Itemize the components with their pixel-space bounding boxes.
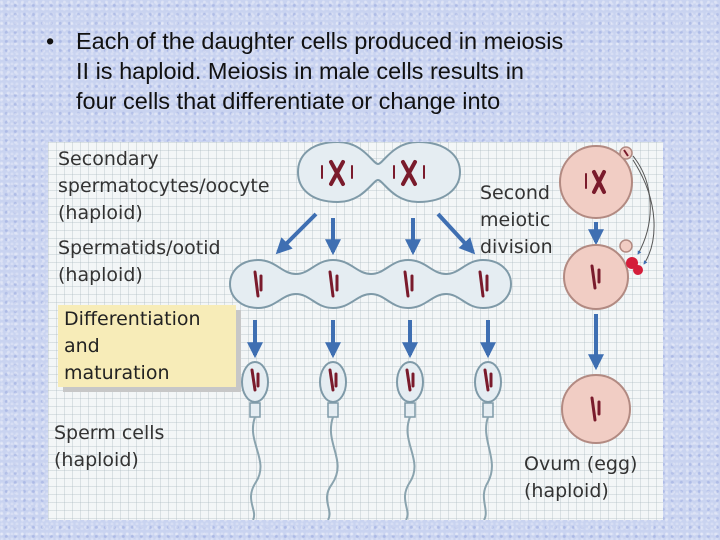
label-differentiation: Differentiation and maturation bbox=[64, 308, 201, 384]
bullet-line-1: Each of the daughter cells produced in m… bbox=[76, 28, 564, 54]
slide-bullet: • Each of the daughter cells produced in… bbox=[46, 26, 696, 116]
secondary-oocyte bbox=[559, 145, 633, 219]
secondary-cell-pair bbox=[296, 142, 462, 204]
oocyte-column bbox=[559, 145, 655, 444]
bullet-dot: • bbox=[46, 28, 55, 54]
ootid bbox=[563, 244, 629, 310]
polar-body-arrow bbox=[632, 155, 651, 255]
sperm-cells bbox=[241, 361, 502, 520]
label-second-meiotic-division: Second meiotic division bbox=[480, 182, 553, 258]
label-spermatids: Spermatids/ootid (haploid) bbox=[58, 237, 221, 286]
spermatids bbox=[228, 258, 513, 310]
arrow bbox=[275, 212, 318, 255]
chromosome bbox=[403, 270, 414, 298]
polar-body bbox=[619, 239, 633, 253]
polar-body-arrow bbox=[632, 159, 655, 265]
label-sperm-cells: Sperm cells (haploid) bbox=[54, 422, 165, 471]
bullet-line-3: four cells that differentiate or change … bbox=[76, 88, 501, 114]
ovum bbox=[561, 374, 631, 444]
sperm-cell bbox=[396, 361, 424, 520]
chromosome bbox=[253, 270, 263, 298]
maturation-arrows bbox=[247, 320, 496, 359]
spermatid-chain bbox=[228, 258, 513, 310]
arrow bbox=[436, 212, 476, 255]
secondary-spermatocytes bbox=[296, 142, 462, 204]
chromosome bbox=[478, 270, 489, 298]
meiosis-diagram: Secondary spermatocytes/oocyte (haploid)… bbox=[48, 142, 663, 520]
sperm-cell bbox=[474, 361, 502, 520]
label-ovum: Ovum (egg) (haploid) bbox=[524, 453, 638, 502]
sperm-cell bbox=[319, 361, 347, 520]
chromosome-x bbox=[393, 160, 425, 186]
sperm-cell bbox=[241, 361, 269, 520]
label-secondary-spermatocytes: Secondary spermatocytes/oocyte (haploid) bbox=[58, 148, 270, 224]
division-arrows bbox=[275, 212, 476, 256]
polar-body bbox=[633, 265, 643, 275]
differentiation-label-box: Differentiation and maturation bbox=[58, 305, 236, 387]
chromosome-x bbox=[321, 160, 353, 186]
bullet-line-2: II is haploid. Meiosis in male cells res… bbox=[76, 58, 524, 84]
diagram-graphics bbox=[228, 142, 655, 520]
chromosome-x bbox=[585, 170, 606, 194]
chromosome bbox=[328, 270, 339, 298]
